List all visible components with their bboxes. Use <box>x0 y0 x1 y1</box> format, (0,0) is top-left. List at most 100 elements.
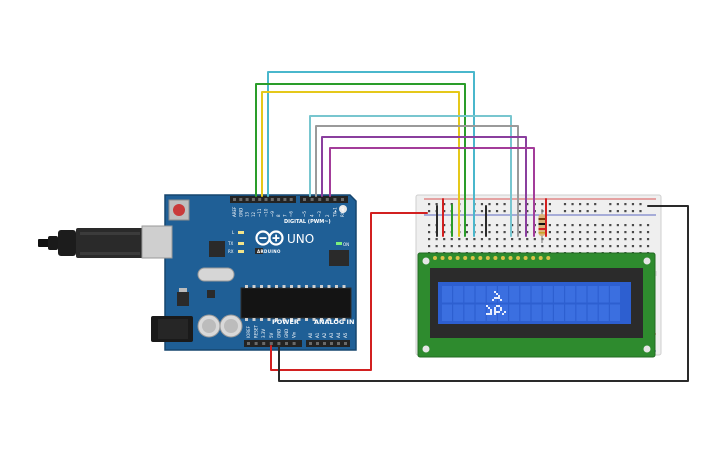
led-label-l: L <box>232 230 235 235</box>
power-header[interactable] <box>244 340 302 347</box>
pin-label: A4 <box>336 332 341 338</box>
pin-label: GND <box>276 329 281 338</box>
crystal-oscillator <box>197 267 235 282</box>
header-hole[interactable] <box>283 198 287 201</box>
wire-black-gnd <box>278 205 689 382</box>
pin-label: 3.3V <box>261 329 266 338</box>
header-hole[interactable] <box>285 342 288 345</box>
header-hole[interactable] <box>289 198 293 201</box>
header-hole[interactable] <box>262 342 266 345</box>
header-hole[interactable] <box>316 342 319 345</box>
header-hole[interactable] <box>247 342 250 345</box>
pin-label: 2 <box>325 214 330 217</box>
pin-label: ~11 <box>257 208 262 217</box>
brand-label: ARDUINO <box>257 249 281 254</box>
lcd-character-glyph-icon <box>486 291 506 315</box>
digital-header[interactable] <box>230 196 348 203</box>
pin-label: A1 <box>315 332 320 338</box>
atmega328-chip <box>240 285 352 321</box>
icsp-header <box>255 248 349 266</box>
pin-label: A0 <box>308 332 313 338</box>
wire-yellow-d10 <box>261 91 460 237</box>
pin-label: ~5 <box>302 211 307 217</box>
wire-red-5v <box>270 212 428 371</box>
pin-label: 12 <box>251 211 256 217</box>
pin-label: AREF <box>232 206 237 217</box>
pin-label: TX▸1 <box>332 207 337 218</box>
header-hole[interactable] <box>318 198 322 201</box>
pin-label: ~6 <box>289 211 294 217</box>
header-hole[interactable] <box>303 198 306 201</box>
pin-label: 5V <box>269 332 274 338</box>
pin-label: A3 <box>329 332 334 338</box>
pin-label: GND <box>284 329 289 338</box>
reset-button[interactable] <box>168 199 190 221</box>
wire-lightcyan-d5 <box>309 115 512 237</box>
voltage-regulator <box>177 292 189 306</box>
usb-controller-chip <box>209 241 225 257</box>
lcd-16x2-module[interactable] <box>417 252 656 358</box>
pin-label: IOREF <box>246 325 251 338</box>
header-hole[interactable] <box>239 198 243 201</box>
header-hole[interactable] <box>344 342 347 345</box>
capacitor-1 <box>197 314 221 338</box>
pin-label: 8 <box>276 214 281 217</box>
pin-label: RX◂0 <box>340 206 345 217</box>
header-hole[interactable] <box>277 198 281 201</box>
capacitor-2 <box>219 314 243 338</box>
analog-label: ANALOG IN <box>314 318 354 326</box>
header-hole[interactable] <box>337 342 340 345</box>
pin-label: Vin <box>292 331 297 338</box>
header-hole[interactable] <box>251 198 255 201</box>
header-hole[interactable] <box>323 342 326 345</box>
header-hole[interactable] <box>245 198 249 201</box>
board-model-label: UNO <box>287 232 314 246</box>
header-hole[interactable] <box>341 198 344 201</box>
header-hole[interactable] <box>233 198 236 201</box>
header-hole[interactable] <box>269 342 273 345</box>
power-label: POWER <box>272 318 299 326</box>
resistor[interactable] <box>538 209 546 243</box>
pin-label: A2 <box>322 332 327 338</box>
wire-green-d11 <box>255 83 466 237</box>
wire-purple-d3 <box>321 136 527 237</box>
arduino-infinity-logo-icon <box>255 230 284 246</box>
header-hole[interactable] <box>292 342 296 345</box>
header-hole[interactable] <box>254 342 258 345</box>
analog-header[interactable] <box>306 340 350 347</box>
header-hole[interactable] <box>264 198 268 201</box>
led-label-tx: TX <box>227 241 233 246</box>
wire-cyan-d12 <box>267 71 475 237</box>
pin-label: A5 <box>343 332 348 338</box>
pin-label: ~3 <box>317 211 322 217</box>
digital-label: DIGITAL (PWM~) <box>284 219 331 225</box>
header-hole[interactable] <box>270 198 274 201</box>
pin-label: 4 <box>310 214 315 217</box>
on-label: ON <box>343 242 349 247</box>
led-label-rx: RX <box>228 249 234 254</box>
usb-b-port <box>141 225 173 259</box>
header-hole[interactable] <box>330 342 333 345</box>
status-leds: L TX RX ON <box>227 230 349 254</box>
header-hole[interactable] <box>325 198 329 201</box>
pin-label: ~9 <box>270 211 275 217</box>
pin-label: GND <box>238 208 243 217</box>
header-hole[interactable] <box>310 198 314 201</box>
header-hole[interactable] <box>277 342 281 345</box>
pin-label: 7 <box>282 214 287 217</box>
header-hole[interactable] <box>333 198 337 201</box>
pin-label: ~10 <box>264 208 269 217</box>
lcd-pin-header <box>433 256 551 260</box>
wires[interactable] <box>255 71 689 382</box>
header-hole[interactable] <box>309 342 312 345</box>
pin-label: 13 <box>245 211 250 217</box>
wire-magenta-d2 <box>329 147 535 237</box>
header-hole[interactable] <box>258 198 262 201</box>
wire-gray-d4 <box>315 125 519 237</box>
pin-label: RESET <box>254 325 259 338</box>
